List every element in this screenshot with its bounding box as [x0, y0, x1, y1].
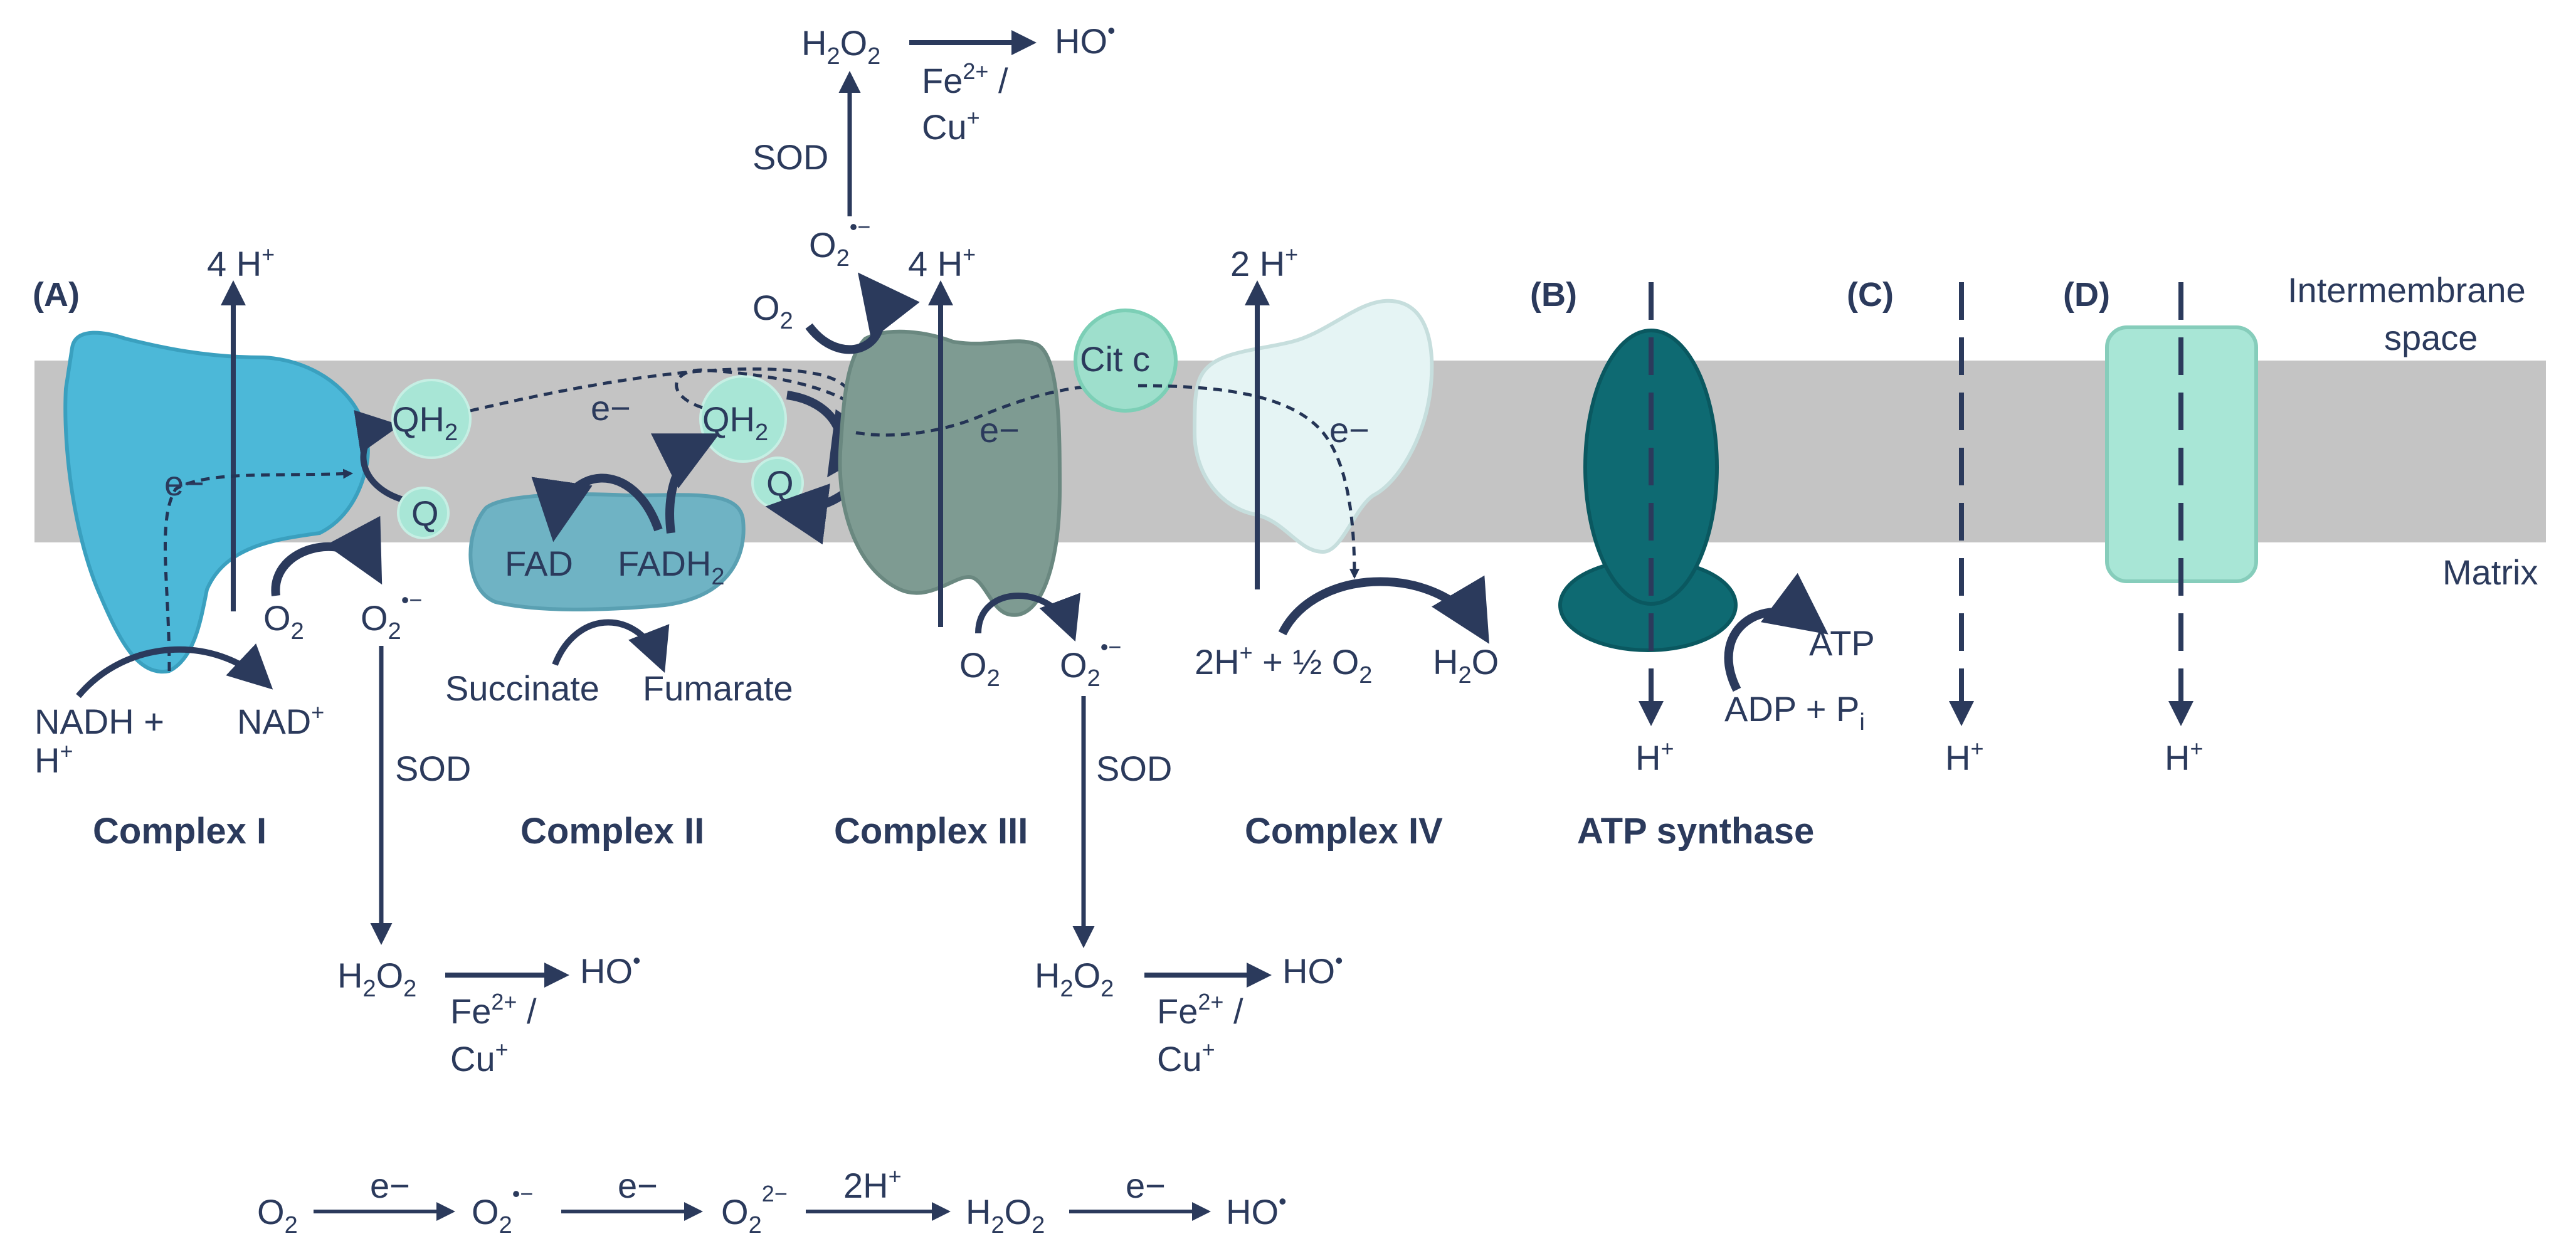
qh2-to-complex3-electron-path [470, 367, 863, 416]
complex2-q-loop [675, 368, 873, 421]
complex-3-electron-label: e− [979, 410, 1020, 450]
complex-3-ims-o2-arrow [805, 272, 920, 354]
complex-4-label: Complex IV [1245, 811, 1443, 852]
chain-step-2: e− [618, 1166, 658, 1205]
complex-4-electron-path [1138, 384, 1359, 579]
complex-3-matrix-hydroxyl: HO• [1282, 947, 1343, 991]
oxygen-reduction-chain: O2 e− O2•− e− O22− 2H+ H2O2 e− HO• [257, 1163, 1287, 1238]
complex-1-h2o2: H2O2 [337, 956, 416, 1002]
complex-3-ims-superoxide: O2•− [809, 214, 870, 272]
complex-3-ims-fe: Fe2+ / [922, 58, 1008, 100]
nadh-to-nad-arrow [76, 643, 273, 699]
chain-step-4: e− [1126, 1166, 1166, 1205]
complex-1-shape [63, 330, 370, 674]
chain-step-3: 2H+ [843, 1163, 902, 1205]
complex-4-shape [1192, 298, 1434, 554]
complex-4-water-arrow [1278, 575, 1489, 644]
complex-3-electron-path [855, 381, 1100, 437]
proton-channel-label: H+ [2165, 736, 2203, 778]
fadh2-to-qh2-arrow [650, 433, 720, 534]
complex-3-ims-sod: SOD [752, 137, 828, 177]
atp-label: ATP [1809, 623, 1875, 663]
cytochrome-c-label: Cit c [1080, 339, 1150, 379]
complex-4-reactants: 2H+ + ½ O2 [1195, 640, 1372, 689]
complex-3-matrix-sod: SOD [1096, 749, 1172, 788]
complex-1-protons: 4 H+ [207, 241, 275, 283]
fadh2-to-fad-arrow [531, 473, 663, 542]
chain-step-1: e− [370, 1166, 410, 1205]
nad-label: NAD+ [237, 699, 324, 741]
complex-1-electron-path [163, 468, 354, 672]
chain-peroxide: O22− [721, 1181, 788, 1238]
qh2-label-1: QH2 [392, 399, 458, 446]
qh2-complex-1 [391, 379, 472, 459]
q-label-1: Q [411, 494, 439, 533]
complex-3-protons: 4 H+ [908, 241, 976, 283]
q-complex-1 [397, 487, 450, 539]
complex-1-superoxide: O2•− [361, 587, 422, 645]
intermembrane-label: Intermembrane [2288, 270, 2526, 310]
complex-3-ims-cu: Cu+ [922, 105, 980, 147]
complex-4-electron-label: e− [1329, 410, 1370, 450]
proton-leak-label: H+ [1945, 736, 1983, 778]
panel-label-c: (C) [1847, 276, 1894, 314]
complex-4-protons: 2 H+ [1230, 241, 1298, 283]
cytochrome-c [1074, 309, 1178, 413]
adp-label: ADP + Pi [1724, 689, 1865, 736]
chain-h2o2: H2O2 [966, 1192, 1045, 1238]
complex-3-shape [838, 329, 1062, 617]
atp-synthase-label: ATP synthase [1577, 811, 1814, 852]
q-label-2: Q [766, 463, 794, 503]
panel-label-b: (B) [1530, 276, 1577, 314]
succinate-label: Succinate [445, 668, 599, 708]
complex-2-label: Complex II [520, 811, 704, 852]
panel-label-a: (A) [33, 276, 80, 314]
qh2-complex-2 [699, 375, 787, 463]
matrix-label: Matrix [2442, 552, 2538, 592]
chain-hydroxyl: HO• [1226, 1188, 1287, 1232]
adp-to-atp-arrow [1724, 573, 1829, 692]
fadh2-label: FADH2 [618, 544, 725, 590]
complex-1-o2-arrow [271, 515, 383, 596]
fad-label: FAD [505, 544, 573, 583]
complex-3-matrix-o2: O2 [959, 645, 1000, 692]
complex-1-q-to-qh2-arrow [354, 410, 412, 505]
nadh-label: NADH + [34, 702, 164, 741]
complex-1-hydroxyl: HO• [580, 947, 641, 991]
complex-4-water: H2O [1433, 642, 1499, 689]
intermembrane-label-2: space [2384, 318, 2478, 357]
fumarate-label: Fumarate [643, 668, 793, 708]
panel-label-d: (D) [2063, 276, 2110, 314]
atp-synthase-proton: H+ [1635, 736, 1674, 778]
complex-3-matrix-o2-arrow [975, 593, 1081, 642]
complex-1-sod: SOD [395, 749, 471, 788]
chain-o2: O2 [257, 1192, 298, 1238]
complex-1-label: Complex I [93, 811, 267, 852]
complex-3-matrix-cu: Cu+ [1157, 1037, 1215, 1079]
complex-3-label: Complex III [834, 811, 1028, 852]
complex-3-matrix-superoxide: O2•− [1060, 634, 1121, 692]
complex-1-cu: Cu+ [450, 1037, 509, 1079]
chain-superoxide: O2•− [472, 1181, 533, 1238]
complex-3-ims-h2o2: H2O2 [801, 23, 880, 70]
fad-to-fadh2-arrow [552, 619, 670, 673]
complex-1-o2: O2 [263, 598, 304, 645]
complex-1-fe: Fe2+ / [450, 989, 537, 1031]
nadh-h-label: H+ [34, 738, 73, 780]
qh2-label-2: QH2 [702, 399, 768, 446]
complex-3-ims-o2: O2 [752, 288, 793, 334]
complex-3-matrix-h2o2: H2O2 [1035, 956, 1114, 1002]
qh2-electron-label: e− [591, 388, 631, 428]
complex-3-ims-hydroxyl: HO• [1055, 18, 1116, 61]
complex-3-matrix-fe: Fe2+ / [1157, 989, 1243, 1031]
complex-1-electron-label: e− [164, 463, 204, 503]
